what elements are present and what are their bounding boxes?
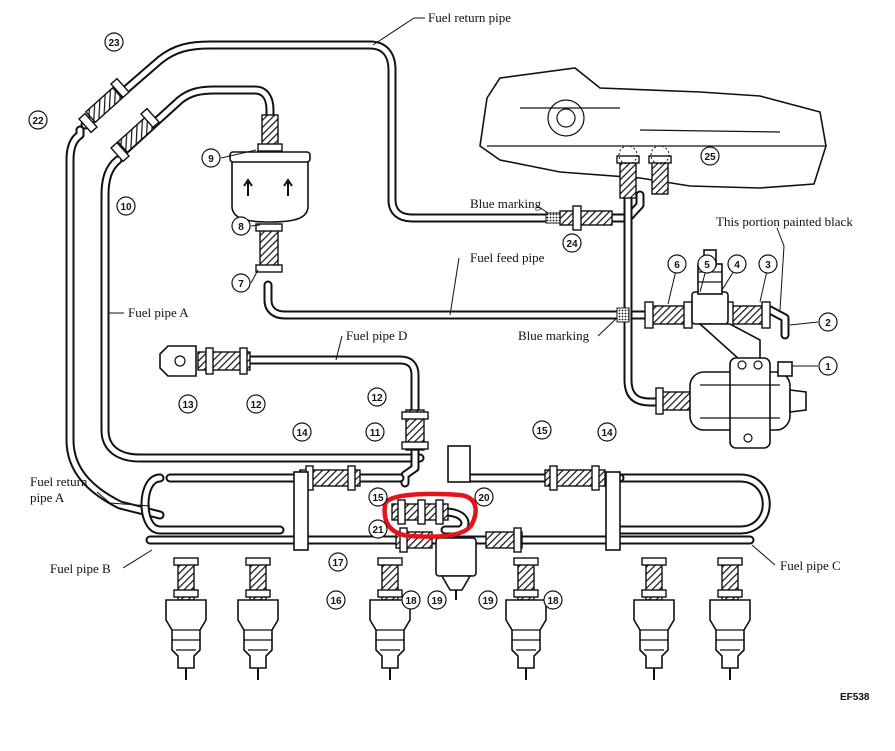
svg-text:8: 8 <box>238 222 244 233</box>
fuel-filter <box>229 151 311 223</box>
svg-text:17: 17 <box>332 558 344 569</box>
callout-21: 21 <box>368 519 388 539</box>
svg-text:23: 23 <box>108 38 120 49</box>
callout-5: 5 <box>697 254 717 274</box>
svg-text:18: 18 <box>405 596 417 607</box>
svg-text:13: 13 <box>182 400 194 411</box>
callout-8: 8 <box>231 216 251 236</box>
fuel-damper <box>435 537 477 600</box>
svg-text:25: 25 <box>704 152 716 163</box>
callout-24: 24 <box>562 233 582 253</box>
svg-text:9: 9 <box>208 154 214 165</box>
fuel-pump <box>689 357 807 449</box>
label-fuel-pipe-c: Fuel pipe C <box>780 558 841 573</box>
svg-text:20: 20 <box>478 493 490 504</box>
rail-brackets <box>293 445 621 551</box>
fuel-tank <box>479 67 827 189</box>
callout-11: 11 <box>365 422 385 442</box>
callout-20: 20 <box>474 487 494 507</box>
label-fuel-pipe-a: Fuel pipe A <box>128 305 189 320</box>
label-fuel-pipe-b: Fuel pipe B <box>50 561 111 576</box>
check-valve <box>159 345 197 377</box>
svg-text:10: 10 <box>120 202 132 213</box>
svg-text:3: 3 <box>765 260 771 271</box>
svg-text:18: 18 <box>547 596 559 607</box>
callout-15-right: 15 <box>532 420 552 440</box>
injector-2 <box>237 557 279 680</box>
svg-text:14: 14 <box>296 428 308 439</box>
svg-text:7: 7 <box>238 279 244 290</box>
callout-19-right: 19 <box>478 590 498 610</box>
callout-16: 16 <box>326 590 346 610</box>
callout-25: 25 <box>700 146 720 166</box>
callout-12-upper: 12 <box>367 387 387 407</box>
svg-text:15: 15 <box>536 426 548 437</box>
callouts: 1 2 3 4 5 6 7 8 9 10 11 12 12 13 14 14 1… <box>28 32 838 610</box>
callout-2: 2 <box>818 312 838 332</box>
label-fuel-pipe-d: Fuel pipe D <box>346 328 407 343</box>
label-fuel-feed-pipe: Fuel feed pipe <box>470 250 545 265</box>
svg-text:19: 19 <box>431 596 443 607</box>
callout-15-left: 15 <box>368 487 388 507</box>
injector-1 <box>165 557 207 680</box>
callout-12-left: 12 <box>246 394 266 414</box>
svg-text:19: 19 <box>482 596 494 607</box>
svg-text:22: 22 <box>32 116 44 127</box>
callout-18-right: 18 <box>543 590 563 610</box>
callout-17: 17 <box>328 552 348 572</box>
injector-4 <box>505 557 547 680</box>
callout-13: 13 <box>178 394 198 414</box>
label-blue-marking-top: Blue marking <box>470 196 542 211</box>
labels: Fuel return pipe Blue marking This porti… <box>30 10 870 703</box>
callout-4: 4 <box>727 254 747 274</box>
svg-text:12: 12 <box>371 393 383 404</box>
callout-19-left: 19 <box>427 590 447 610</box>
svg-text:24: 24 <box>566 239 578 250</box>
figure-code: EF538 <box>840 692 870 703</box>
svg-text:15: 15 <box>372 493 384 504</box>
callout-10: 10 <box>116 196 136 216</box>
injector-3 <box>369 557 411 680</box>
injectors <box>165 557 751 680</box>
callout-3: 3 <box>758 254 778 274</box>
injector-5 <box>633 557 675 680</box>
hoses <box>78 77 771 553</box>
label-fuel-return-pipe: Fuel return pipe <box>428 10 511 25</box>
callout-22: 22 <box>28 110 48 130</box>
svg-text:4: 4 <box>734 260 740 271</box>
svg-text:12: 12 <box>250 400 262 411</box>
svg-text:21: 21 <box>372 525 384 536</box>
svg-text:16: 16 <box>330 596 342 607</box>
svg-text:11: 11 <box>370 428 381 439</box>
svg-text:1: 1 <box>825 362 831 373</box>
label-blue-marking-mid: Blue marking <box>518 328 590 343</box>
highlight-outline <box>382 491 478 539</box>
callout-7: 7 <box>231 273 251 293</box>
svg-text:14: 14 <box>601 428 613 439</box>
svg-text:5: 5 <box>704 260 710 271</box>
callout-18-left: 18 <box>401 590 421 610</box>
label-this-portion: This portion painted black <box>716 214 853 229</box>
label-fuel-return-pipe-a-2: pipe A <box>30 490 65 505</box>
callout-23: 23 <box>104 32 124 52</box>
callout-1: 1 <box>818 356 838 376</box>
callout-14-left: 14 <box>292 422 312 442</box>
svg-text:6: 6 <box>674 260 680 271</box>
callout-6: 6 <box>667 254 687 274</box>
label-fuel-return-pipe-a-1: Fuel return <box>30 474 88 489</box>
callout-9: 9 <box>201 148 221 168</box>
svg-text:2: 2 <box>825 318 831 329</box>
injector-6 <box>709 557 751 680</box>
callout-14-right: 14 <box>597 422 617 442</box>
